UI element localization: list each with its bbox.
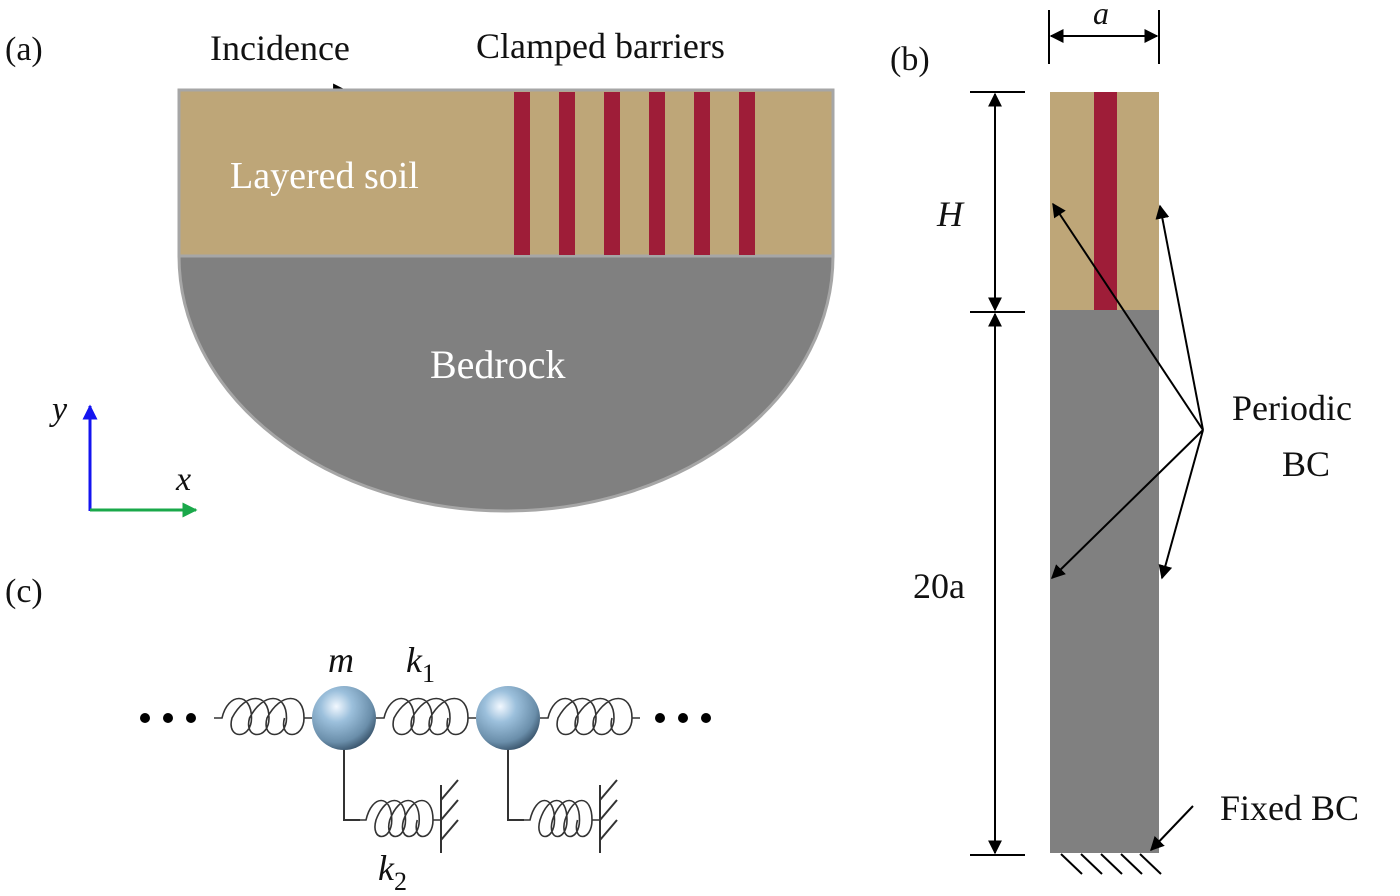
- k2-label: k2: [378, 848, 407, 896]
- h-label: H: [936, 194, 965, 234]
- bedrock-region: [177, 254, 835, 513]
- spring-k2-2: [522, 799, 600, 838]
- width-label: a: [1093, 0, 1109, 31]
- clamped-barrier: [559, 92, 575, 255]
- ground-wall-1-icon: [440, 779, 459, 853]
- clamped-barrier: [604, 92, 620, 255]
- clamped-barrier: [739, 92, 755, 255]
- unit-cell-barrier: [1094, 92, 1117, 310]
- barrier-group: [514, 92, 755, 255]
- soil-label: Layered soil: [230, 155, 419, 197]
- incidence-label: Incidence: [210, 28, 350, 68]
- bedrock-label: Bedrock: [430, 342, 566, 387]
- spring-group: [214, 697, 640, 838]
- fixed-bc-label: Fixed BC: [1220, 788, 1359, 828]
- mass1-connector: [343, 735, 360, 821]
- panel-a-tag: (a): [5, 31, 43, 68]
- spring-k2-1: [358, 799, 441, 838]
- mass-1: [312, 686, 376, 750]
- soil-layer: [177, 88, 835, 258]
- clamped-barrier: [514, 92, 530, 255]
- periodic-bc-label-line1: Periodic: [1232, 388, 1352, 428]
- periodic-bc-arrows: [1051, 202, 1204, 580]
- spring-k1-middle: [376, 697, 476, 736]
- ellipsis-right-icon: [655, 713, 711, 723]
- ellipsis-left-icon: [140, 713, 196, 723]
- unit-cell-bedrock: [1050, 310, 1159, 853]
- panel-c-tag: (c): [5, 573, 43, 610]
- spring-k1-right: [540, 697, 640, 736]
- ground-wall-2-icon: [599, 779, 618, 853]
- panel-b: (b) a H 20a Periodic BC Fixed BC: [890, 0, 1359, 875]
- fixed-bc-arrow: [1150, 805, 1194, 852]
- mass-2: [476, 686, 540, 750]
- mass-label: m: [328, 640, 354, 680]
- panel-a: (a) Incidence Clamped barriers Layered s…: [5, 26, 835, 518]
- depth-label: 20a: [913, 566, 965, 606]
- barriers-label: Clamped barriers: [476, 26, 725, 66]
- spring-k1-left: [214, 697, 312, 736]
- panel-c: (c) m k1 k2: [5, 573, 711, 896]
- periodic-bc-label-line2: BC: [1282, 444, 1330, 484]
- ground-hatch-icon: [1060, 853, 1162, 875]
- x-axis-label: x: [175, 461, 191, 498]
- panel-b-tag: (b): [890, 41, 930, 78]
- clamped-barrier: [694, 92, 710, 255]
- k1-label: k1: [406, 640, 435, 688]
- mass2-connector: [507, 735, 524, 821]
- y-axis-label: y: [49, 391, 68, 428]
- clamped-barrier: [649, 92, 665, 255]
